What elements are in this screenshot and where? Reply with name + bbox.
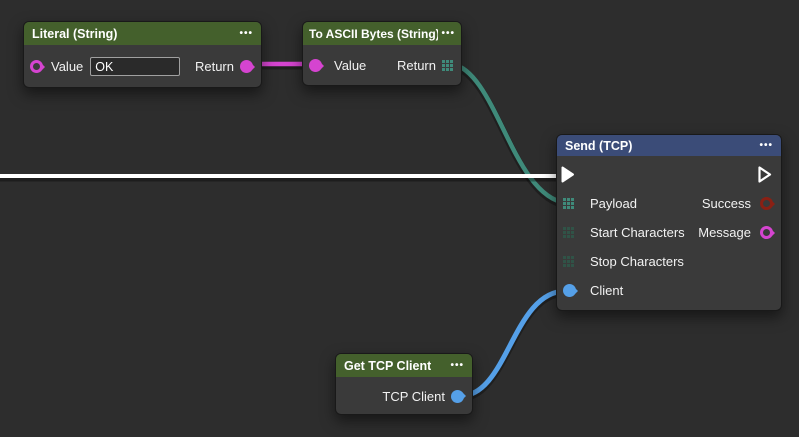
success-output-port[interactable] [760, 197, 773, 210]
node-send-tcp[interactable]: Send (TCP) ••• Payload Success Start Cha [556, 134, 782, 311]
value-input-field[interactable] [90, 57, 181, 76]
node-title: Send (TCP) [565, 138, 633, 153]
node-header[interactable]: To ASCII Bytes (String) ••• [303, 22, 461, 45]
message-output-port[interactable] [760, 226, 773, 239]
stop-characters-input-port[interactable] [563, 256, 574, 267]
value-label: Value [334, 58, 367, 73]
node-title: Literal (String) [32, 26, 118, 41]
node-menu-icon[interactable]: ••• [441, 27, 455, 39]
node-header[interactable]: Literal (String) ••• [24, 22, 261, 45]
node-to-ascii-bytes[interactable]: To ASCII Bytes (String) ••• Value Return [302, 21, 462, 86]
value-label: Value [51, 59, 84, 74]
return-label: Return [194, 59, 234, 74]
byte-array-wire-shadow [450, 62, 567, 209]
node-header[interactable]: Get TCP Client ••• [336, 354, 472, 377]
node-get-tcp-client[interactable]: Get TCP Client ••• TCP Client [335, 353, 473, 415]
node-title: Get TCP Client [344, 358, 432, 373]
message-label: Message [698, 225, 751, 240]
value-input-port[interactable] [30, 60, 43, 73]
stop-characters-label: Stop Characters [590, 254, 684, 269]
payload-label: Payload [590, 196, 637, 211]
tcp-client-label: TCP Client [382, 388, 445, 404]
success-label: Success [701, 196, 751, 211]
tcp-client-output-port[interactable] [451, 389, 464, 403]
value-input-port[interactable] [309, 59, 322, 72]
exec-output-port[interactable] [757, 165, 773, 184]
node-menu-icon[interactable]: ••• [239, 27, 253, 39]
payload-input-port[interactable] [563, 198, 574, 209]
exec-input-port[interactable] [560, 165, 576, 184]
tcp-client-wire[interactable] [458, 288, 567, 399]
node-header[interactable]: Send (TCP) ••• [557, 135, 781, 156]
start-characters-input-port[interactable] [563, 227, 574, 238]
byte-array-wire[interactable] [451, 61, 567, 206]
node-title: To ASCII Bytes (String) [309, 26, 439, 41]
return-output-port-byte-array[interactable] [442, 60, 453, 71]
client-input-port[interactable] [563, 284, 576, 297]
node-literal-string[interactable]: Literal (String) ••• Value Return [23, 21, 262, 88]
start-characters-label: Start Characters [590, 225, 685, 240]
node-menu-icon[interactable]: ••• [759, 139, 773, 151]
return-output-port[interactable] [240, 60, 253, 73]
return-label: Return [396, 58, 436, 73]
node-menu-icon[interactable]: ••• [450, 359, 464, 371]
client-label: Client [590, 283, 624, 298]
